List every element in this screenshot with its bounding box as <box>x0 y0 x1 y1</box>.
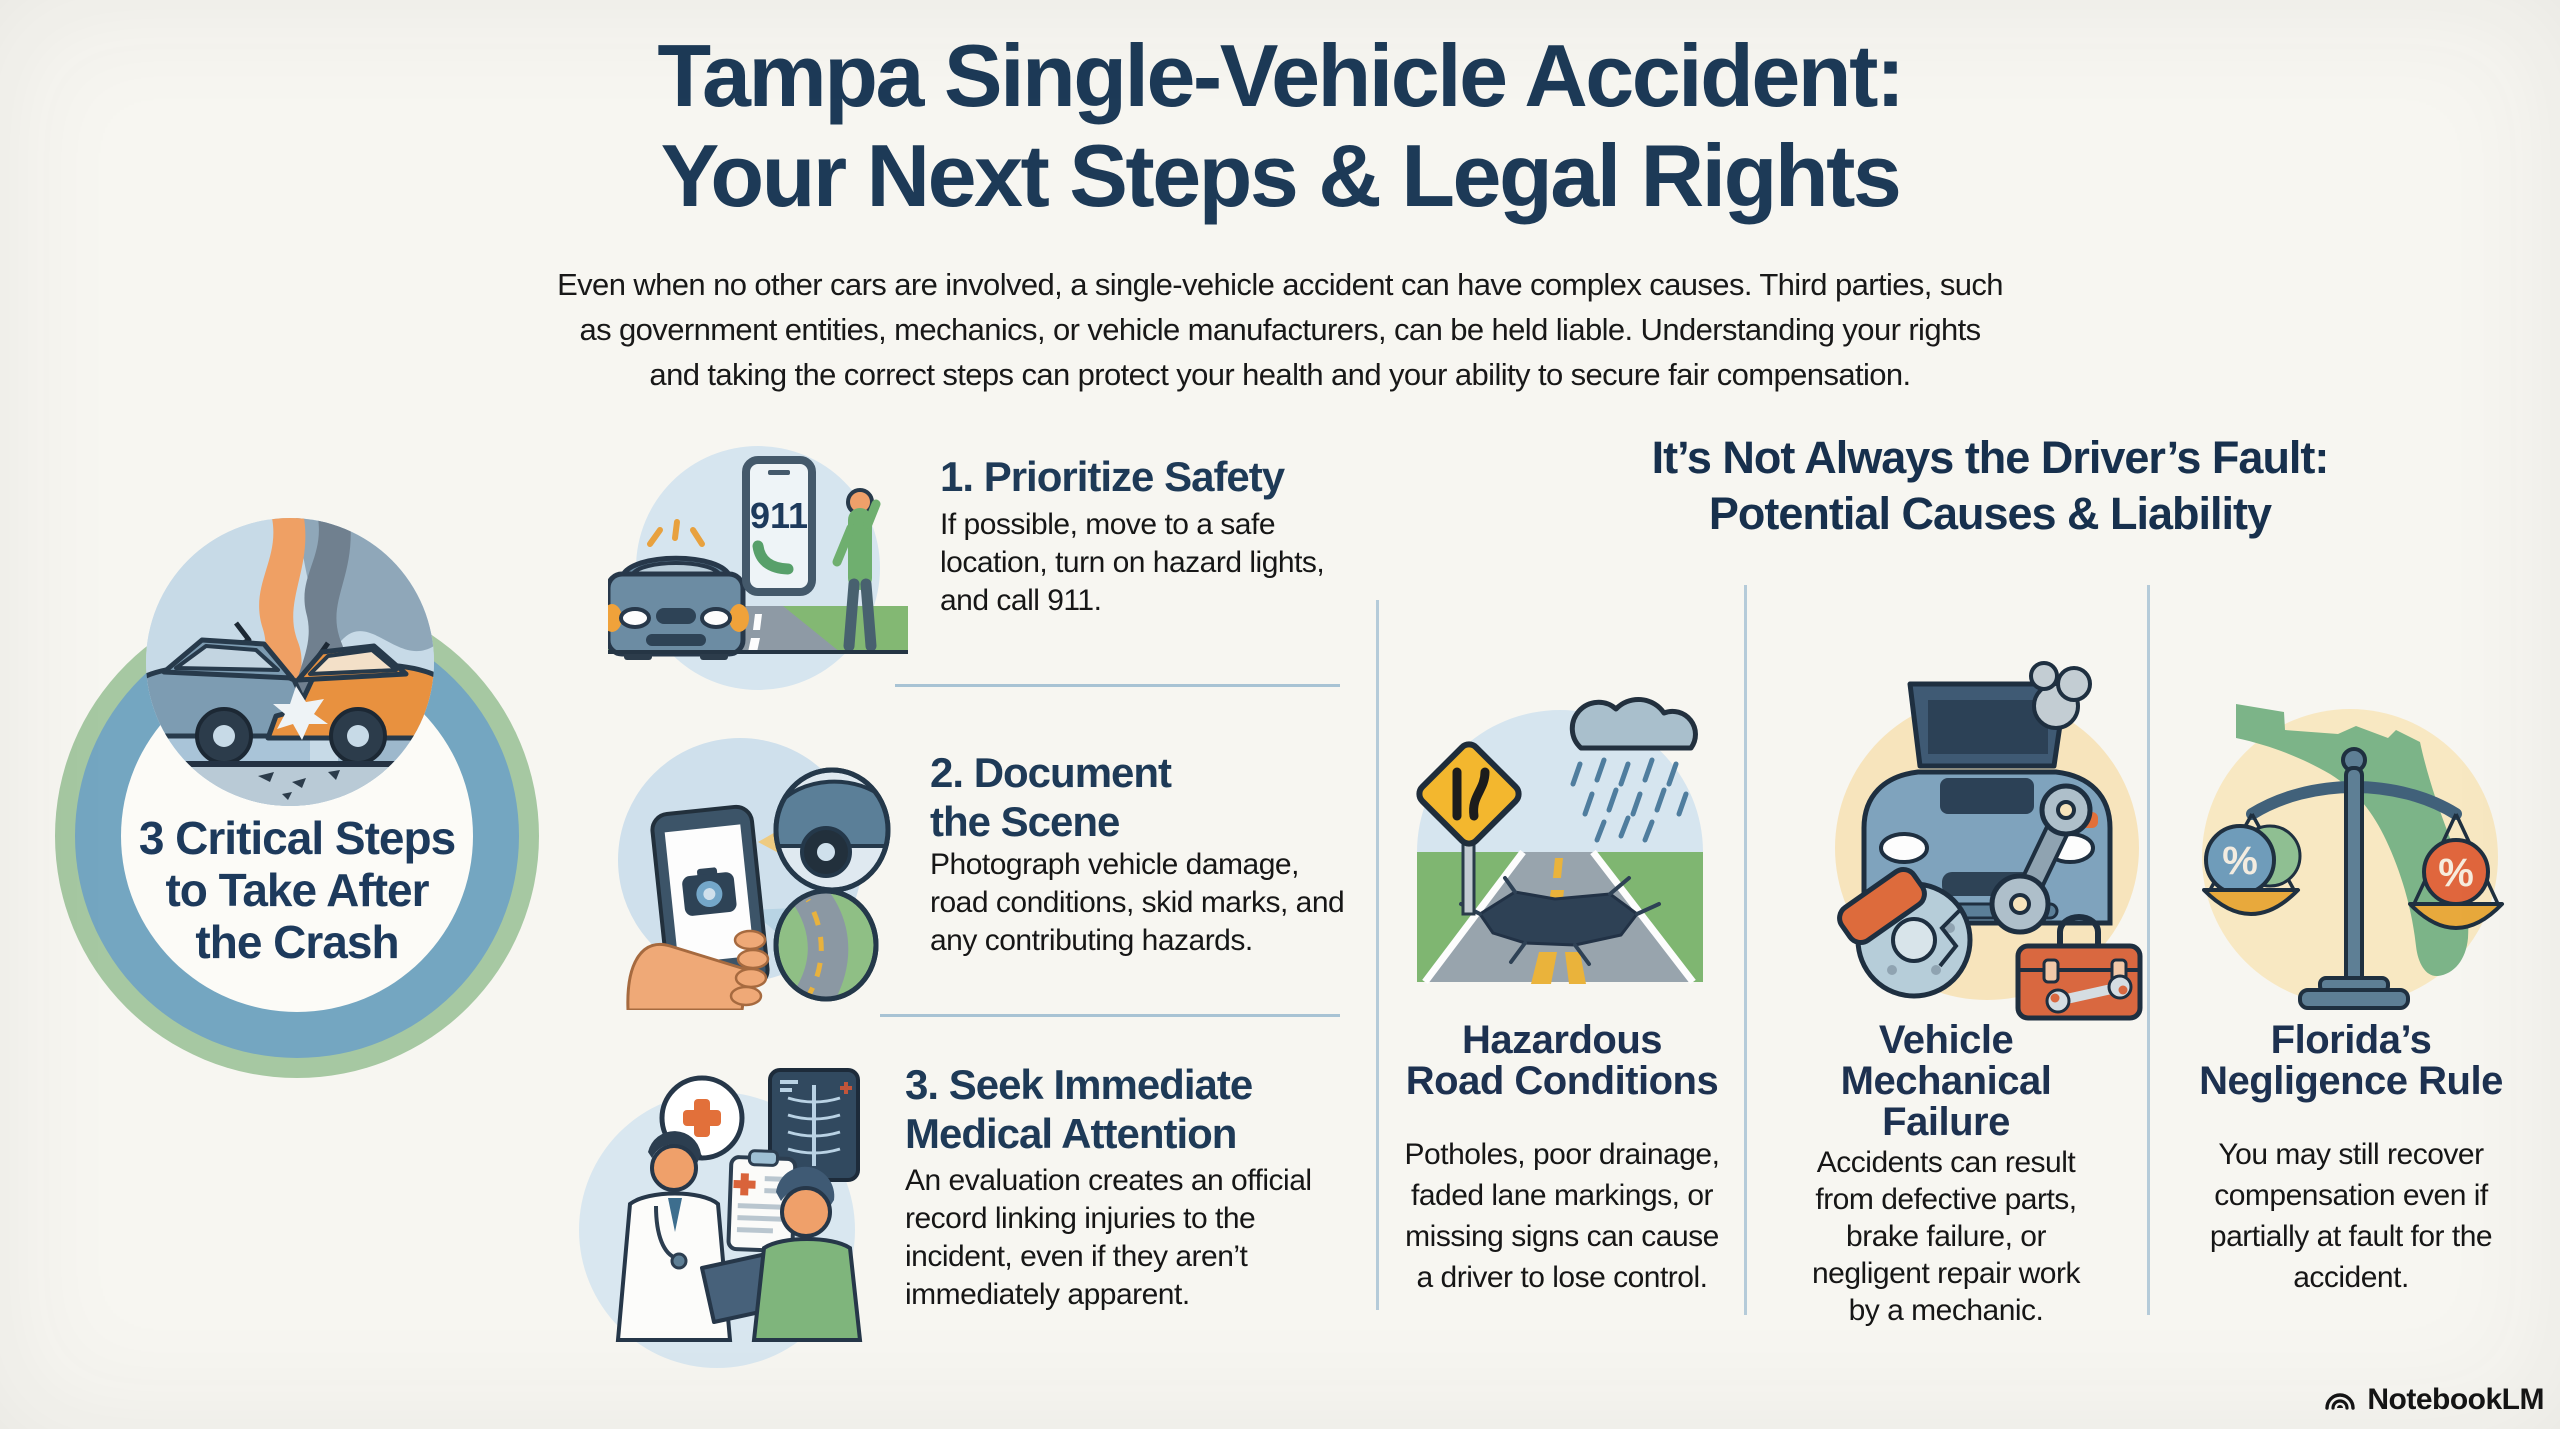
cause2-illustration <box>1822 648 2152 1034</box>
cause1-desc-line4: a driver to lose control. <box>1416 1261 1708 1294</box>
intro-line1: Even when no other cars are involved, a … <box>557 267 2003 302</box>
phone-photo-icon <box>618 738 891 1012</box>
cause3-desc-line4: accident. <box>2293 1261 2409 1294</box>
cause2-desc-line4: negligent repair work <box>1812 1257 2080 1290</box>
badge-label-line1: 3 Critical Steps <box>138 812 456 864</box>
cause2-desc-line5: by a mechanic. <box>1848 1294 2044 1327</box>
section-divider <box>1376 600 1379 1310</box>
step1-desc-line2: location, turn on hazard lights, <box>940 546 1325 579</box>
page-title-line2: Your Next Steps & Legal Rights <box>660 126 1902 225</box>
causes-header-line2: Potential Causes & Liability <box>1708 488 2272 539</box>
cause3-title-line2: Negligence Rule <box>2199 1059 2503 1103</box>
step3-description: An evaluation creates an official record… <box>905 1162 1312 1314</box>
cause2-desc-line2: from defective parts, <box>1815 1183 2077 1216</box>
badge-label-line3: the Crash <box>195 916 399 968</box>
step2-title-line1: 2. Document <box>930 749 1172 796</box>
step2-illustration <box>600 710 900 1012</box>
cause-divider-1 <box>1744 585 1747 1315</box>
cause2-desc-line1: Accidents can result <box>1816 1146 2076 1179</box>
cause1-desc-line2: faded lane markings, or <box>1410 1179 1714 1212</box>
step2-title: 2. Document the Scene <box>930 748 1172 846</box>
intro-paragraph: Even when no other cars are involved, a … <box>0 262 2560 397</box>
cause1-title: Hazardous Road Conditions <box>1378 1020 1746 1102</box>
cause2-title-line2: Mechanical <box>1840 1059 2052 1103</box>
car-hazard-911-icon: 911 <box>602 446 908 690</box>
step2-title-line2: the Scene <box>930 798 1120 845</box>
notebooklm-logo-icon <box>2325 1393 2356 1410</box>
page-title-line1: Tampa Single-Vehicle Accident: <box>657 26 1905 125</box>
cause3-desc-line2: compensation even if <box>2214 1179 2488 1212</box>
step2-description: Photograph vehicle damage, road conditio… <box>930 846 1345 960</box>
phone-911-label: 911 <box>750 495 808 536</box>
cause2-description: Accidents can result from defective part… <box>1748 1144 2144 1329</box>
scales-florida-icon: % % <box>2202 704 2504 1010</box>
step3-title-line1: 3. Seek Immediate <box>905 1061 1253 1108</box>
step3-title: 3. Seek Immediate Medical Attention <box>905 1060 1253 1158</box>
step1-description: If possible, move to a safe location, tu… <box>940 506 1325 620</box>
cause3-desc-line1: You may still recover <box>2218 1138 2484 1171</box>
step1-desc-line1: If possible, move to a safe <box>940 508 1276 541</box>
cause3-illustration: % % <box>2188 642 2518 1042</box>
causes-header-line1: It’s Not Always the Driver’s Fault: <box>1651 432 2330 483</box>
badge-label: 3 Critical Steps to Take After the Crash <box>55 812 539 968</box>
cause2-title-line3: Failure <box>1882 1100 2010 1144</box>
step3-desc-line3: incident, even if they aren’t <box>905 1240 1248 1273</box>
causes-section-header: It’s Not Always the Driver’s Fault: Pote… <box>1420 430 2560 542</box>
step-divider-2 <box>880 1014 1340 1017</box>
step1-title: 1. Prioritize Safety <box>940 452 1285 501</box>
step2-desc-line1: Photograph vehicle damage, <box>930 848 1299 881</box>
cause2-title: Vehicle Mechanical Failure <box>1748 1020 2144 1143</box>
page-title: Tampa Single-Vehicle Accident: Your Next… <box>0 26 2560 226</box>
cause2-desc-line3: brake failure, or <box>1846 1220 2046 1253</box>
cause1-desc-line1: Potholes, poor drainage, <box>1404 1138 1720 1171</box>
cause1-description: Potholes, poor drainage, faded lane mark… <box>1378 1134 1746 1298</box>
crash-scene-illustration <box>146 518 434 806</box>
cause1-illustration <box>1405 652 1715 1034</box>
cause1-title-line2: Road Conditions <box>1405 1059 1719 1103</box>
doctor-patient-icon <box>579 1068 863 1368</box>
cause3-title: Florida’s Negligence Rule <box>2156 1020 2546 1102</box>
step3-illustration <box>552 1040 884 1370</box>
cause3-title-line1: Florida’s <box>2270 1018 2432 1062</box>
intro-line3: and taking the correct steps can protect… <box>649 357 1911 392</box>
crash-scene-icon <box>146 518 434 806</box>
badge-label-line2: to Take After <box>165 864 429 916</box>
cause3-desc-line3: partially at fault for the <box>2209 1220 2493 1253</box>
step-divider-1 <box>895 684 1340 687</box>
cause3-description: You may still recover compensation even … <box>2156 1134 2546 1298</box>
intro-line2: as government entities, mechanics, or ve… <box>579 312 1981 347</box>
cause-divider-2 <box>2147 585 2150 1315</box>
cause2-title-line1: Vehicle <box>1878 1018 2014 1062</box>
step1-title-line1: 1. Prioritize Safety <box>940 453 1285 500</box>
step1-desc-line3: and call 911. <box>940 584 1102 617</box>
step3-title-line2: Medical Attention <box>905 1110 1237 1157</box>
step3-desc-line2: record linking injuries to the <box>905 1202 1256 1235</box>
footer-brand-label: NotebookLM <box>2367 1383 2544 1416</box>
cause1-title-line1: Hazardous <box>1462 1018 1663 1062</box>
pothole-rain-road-icon <box>1416 697 1703 985</box>
right-percent-label: % <box>2438 851 2474 895</box>
step1-illustration: 911 <box>602 446 908 700</box>
step3-desc-line4: immediately apparent. <box>905 1278 1190 1311</box>
step2-desc-line2: road conditions, skid marks, and <box>930 886 1345 919</box>
step3-desc-line1: An evaluation creates an official <box>905 1164 1312 1197</box>
cause1-desc-line3: missing signs can cause <box>1405 1220 1719 1253</box>
car-breakdown-toolbox-icon <box>1835 661 2143 1021</box>
left-percent-label: % <box>2222 839 2258 883</box>
footer-brand: NotebookLM <box>2322 1382 2544 1418</box>
step2-desc-line3: any contributing hazards. <box>930 924 1253 957</box>
